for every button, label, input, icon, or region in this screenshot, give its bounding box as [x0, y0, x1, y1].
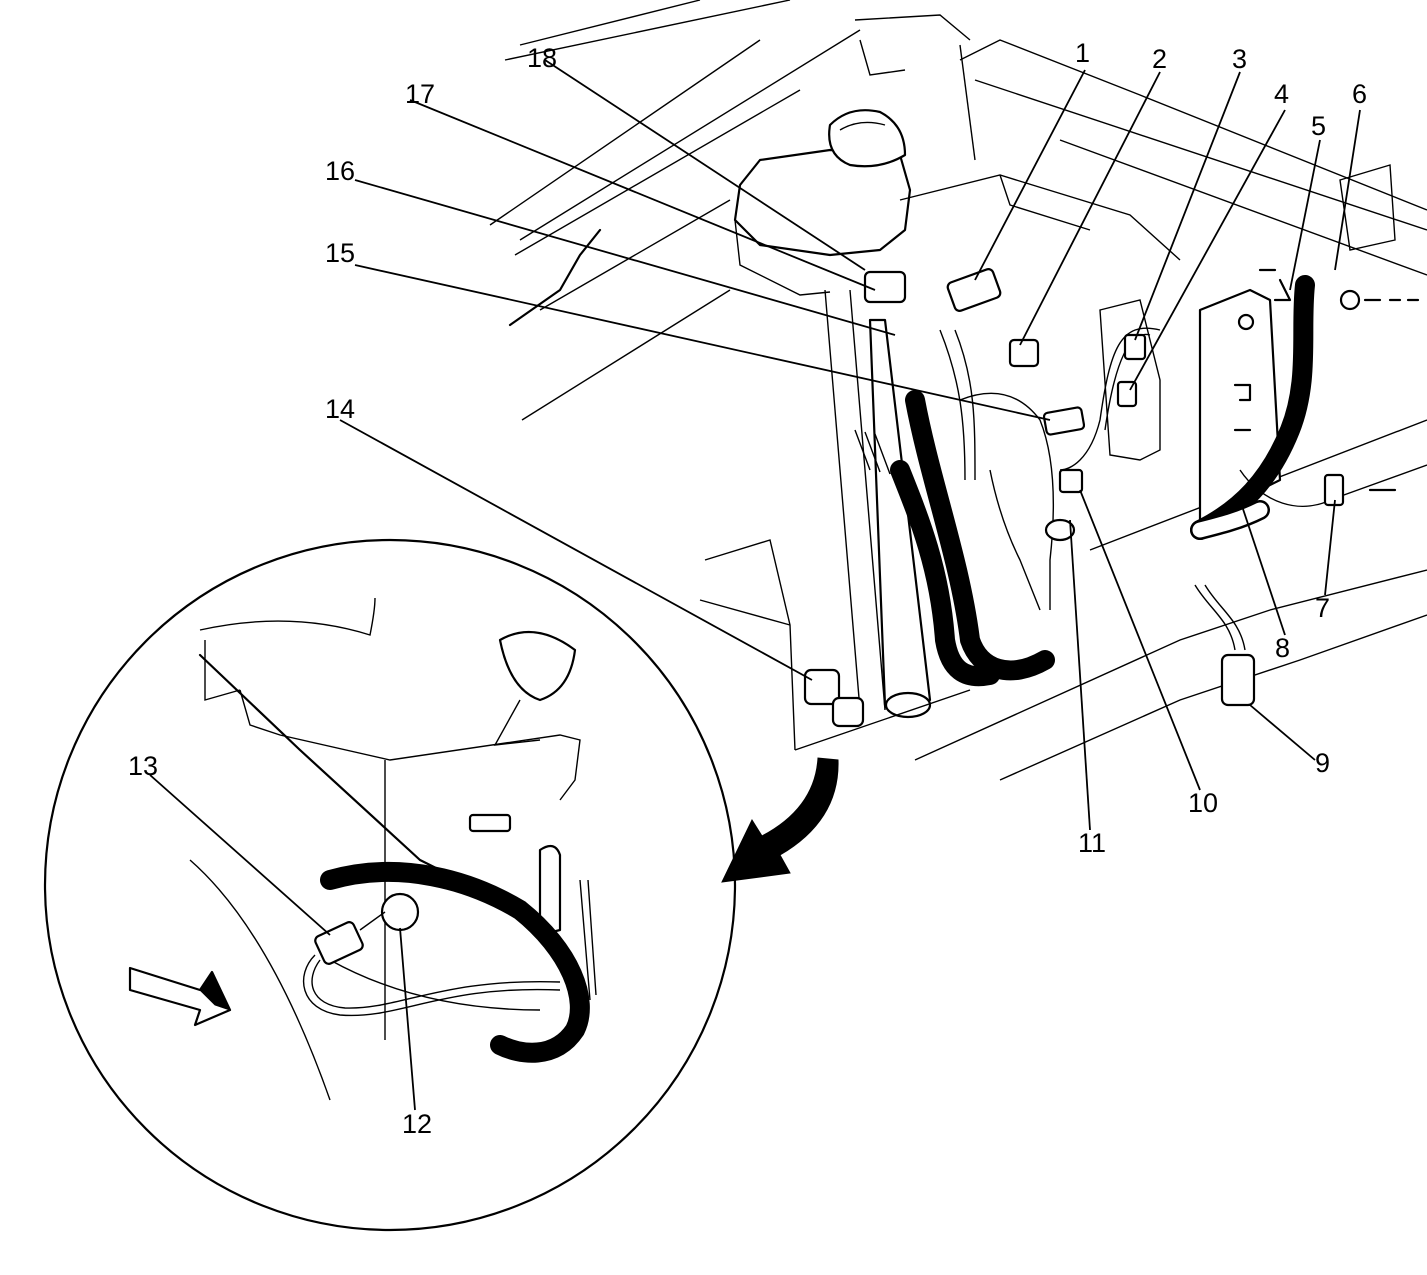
callout-6: 6 — [1352, 79, 1367, 109]
callout-15: 15 — [325, 238, 355, 268]
callout-4: 4 — [1274, 79, 1289, 109]
callout-14: 14 — [325, 394, 355, 424]
callout-7: 7 — [1315, 593, 1330, 623]
callout-labels: 1 2 3 4 5 6 7 8 9 10 11 12 13 14 15 16 1… — [128, 38, 1367, 1139]
callout-3: 3 — [1232, 44, 1247, 74]
callout-10: 10 — [1188, 788, 1218, 818]
callout-18: 18 — [527, 43, 557, 73]
callout-17: 17 — [405, 79, 435, 109]
callout-2: 2 — [1152, 44, 1167, 74]
callout-12: 12 — [402, 1109, 432, 1139]
detail-pointer-arrow — [721, 757, 839, 883]
callout-leaders — [149, 59, 1361, 1111]
callout-1: 1 — [1075, 38, 1090, 68]
callout-11: 11 — [1078, 828, 1106, 858]
detail-view — [43, 538, 737, 1232]
callout-16: 16 — [325, 156, 355, 186]
callout-9: 9 — [1315, 748, 1330, 778]
callout-13: 13 — [128, 751, 158, 781]
callout-5: 5 — [1311, 111, 1326, 141]
callout-8: 8 — [1275, 633, 1290, 663]
engine-compartment-illustration — [489, 0, 1427, 781]
